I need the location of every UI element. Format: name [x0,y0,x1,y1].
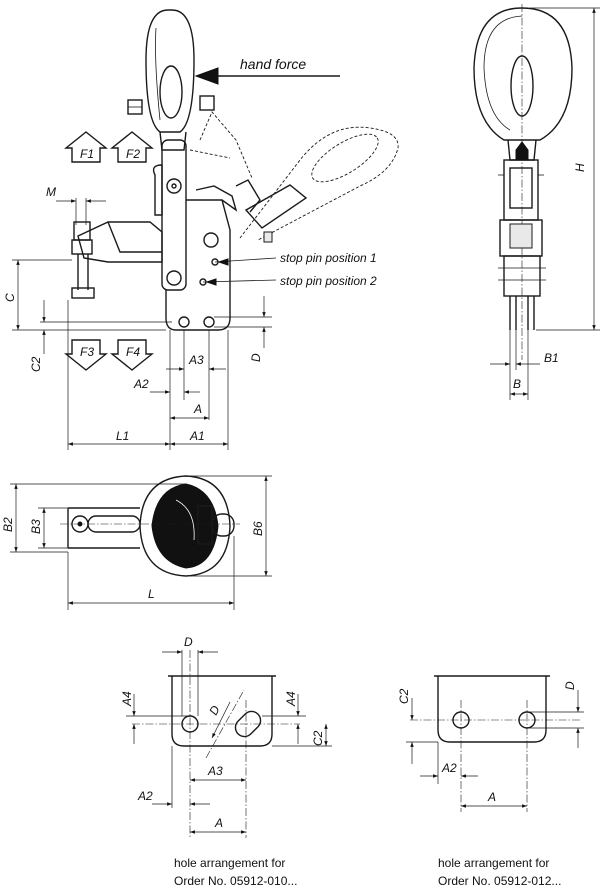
handle-grip [145,9,195,151]
base-plate [165,199,231,331]
linkage [195,185,238,212]
caption-012-line2: Order No. 05912-012... [438,874,561,888]
hole010-dim-d-label: D [184,635,193,649]
force-arrow-f1 [64,131,108,163]
clamp-arm-edge [107,221,162,253]
dim-b-label: B [513,377,521,391]
spindle [71,221,95,299]
front-base-legs [509,296,535,330]
dim-c-label: C [3,293,17,302]
top-view: B2 B3 B6 L [1,475,272,610]
dim-b1-label: B1 [544,351,559,365]
caption-010-line1: hole arrangement for [174,856,285,870]
mount-hole-2 [203,316,215,328]
handle-open-position-ghost [189,111,399,241]
dim-h-label: H [573,163,587,172]
hole010-dim-a2-label: A2 [137,789,153,803]
dim-a1-label: A1 [189,429,205,443]
force-f1-label: F1 [80,147,94,161]
hole012-dim-d-label: D [563,681,577,690]
hole010-dim-a4-right-label: A4 [284,691,298,707]
dim-l-label: L [148,587,155,601]
dim-c2-label: C2 [29,356,43,372]
linkage-2 [235,179,261,213]
hand-force-arrow [194,67,219,85]
hole010-dim-a4-left-label: A4 [120,691,134,707]
handle-bolt-left [127,99,143,115]
top-arm-outline [67,507,140,549]
pivot-hole-mid [203,232,219,248]
pivot-hole-bottom [166,270,182,286]
force-arrow-f2 [110,131,154,163]
hole010-dim-a3-label: A3 [207,764,223,778]
body-bracket-left [152,164,163,216]
front-body-lower [503,255,541,297]
dim-b3-label: B3 [29,519,43,534]
dim-l1-label: L1 [116,429,129,443]
force-f3-label: F3 [80,345,94,359]
dim-b6-label: B6 [251,521,265,536]
hole010-dim-a-label: A [214,816,223,830]
dim-b2-label: B2 [1,517,15,532]
dim-d-label: D [249,353,263,362]
force-arrow-f4 [110,339,154,371]
stop-pin-2-label: stop pin position 2 [280,274,377,288]
hole-arrangement-010: D A4 D A4 C2 A3 A2 A [120,635,332,838]
force-arrow-f3 [64,339,108,371]
caption-012-line1: hole arrangement for [438,856,549,870]
stop-block [263,231,273,243]
hole010-dim-c2-label: C2 [311,730,325,746]
front-body-upper [503,159,539,221]
dim-a3-label: A3 [188,353,204,367]
hole010-dim-d-diag-label: D [206,703,223,718]
pivot-hole-top-center [171,183,177,189]
dim-a2-label: A2 [133,377,149,391]
handle-bolt-right [199,95,215,111]
stop-pin-1-label: stop pin position 1 [280,251,377,265]
dim-a-label: A [193,402,202,416]
force-f4-label: F4 [126,345,140,359]
top-pin [211,513,235,537]
front-view: H B1 B [473,4,600,400]
hole012-dim-a2-label: A2 [441,761,457,775]
plate-012-outline [437,676,547,743]
plate-010-outline [171,676,273,747]
lever-bar [161,139,187,291]
hole012-dim-a-label: A [487,790,496,804]
hole012-dim-c2-label: C2 [397,688,411,704]
hole-arrangement-012: C2 D A2 A [397,675,584,812]
side-view: hand force stop pin position 1 stop pin … [3,9,399,450]
caption-010-line2: Order No. 05912-010... [174,874,297,888]
dim-m-label: M [46,185,56,199]
hand-force-label: hand force [240,56,306,72]
open-link-arm [244,184,308,229]
force-f2-label: F2 [126,147,140,161]
mount-hole-1 [178,316,190,328]
